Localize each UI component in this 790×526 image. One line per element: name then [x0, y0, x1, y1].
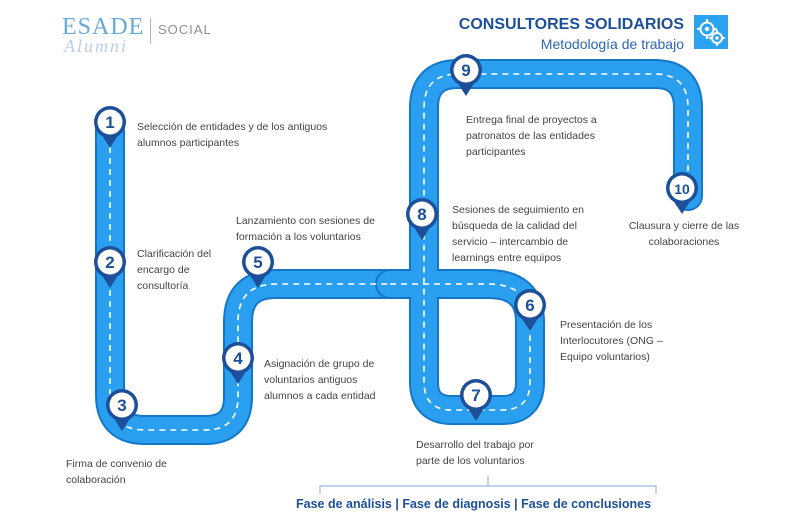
step-2-number: 2 [105, 253, 114, 272]
step-5-number: 5 [253, 253, 262, 272]
step-7-label: Desarrollo del trabajo por parte de los … [416, 437, 556, 469]
step-4-number: 4 [233, 349, 243, 368]
step-3-label: Firma de convenio de colaboración [66, 456, 176, 488]
step-5-label: Lanzamiento con sesiones de formación a … [236, 213, 396, 245]
phase-bracket [320, 486, 656, 494]
step-8-number: 8 [417, 205, 426, 224]
step-6-label: Presentación de los Interlocutores (ONG … [560, 317, 682, 365]
step-10-label: Clausura y cierre de las colaboraciones [624, 218, 744, 250]
step-9-label: Entrega final de proyectos a patronatos … [466, 112, 616, 160]
step-4-label: Asignación de grupo de voluntarios antig… [264, 356, 388, 404]
step-7-number: 7 [471, 386, 480, 405]
step-10-number: 10 [674, 181, 690, 197]
step-8-label: Sesiones de seguimiento en búsqueda de l… [452, 202, 594, 266]
step-6-number: 6 [525, 296, 534, 315]
step-9-number: 9 [461, 61, 470, 80]
phases-footer: Fase de análisis | Fase de diagnosis | F… [296, 497, 651, 511]
step-1-label: Selección de entidades y de los antiguos… [137, 119, 337, 151]
step-2-label: Clarificación del encargo de consultoría [137, 246, 215, 294]
step-9-marker: 9 [450, 54, 482, 96]
step-3-number: 3 [117, 396, 126, 415]
step-markers: 1 2 3 4 5 6 7 8 9 10 [94, 54, 698, 431]
step-1-number: 1 [105, 113, 114, 132]
